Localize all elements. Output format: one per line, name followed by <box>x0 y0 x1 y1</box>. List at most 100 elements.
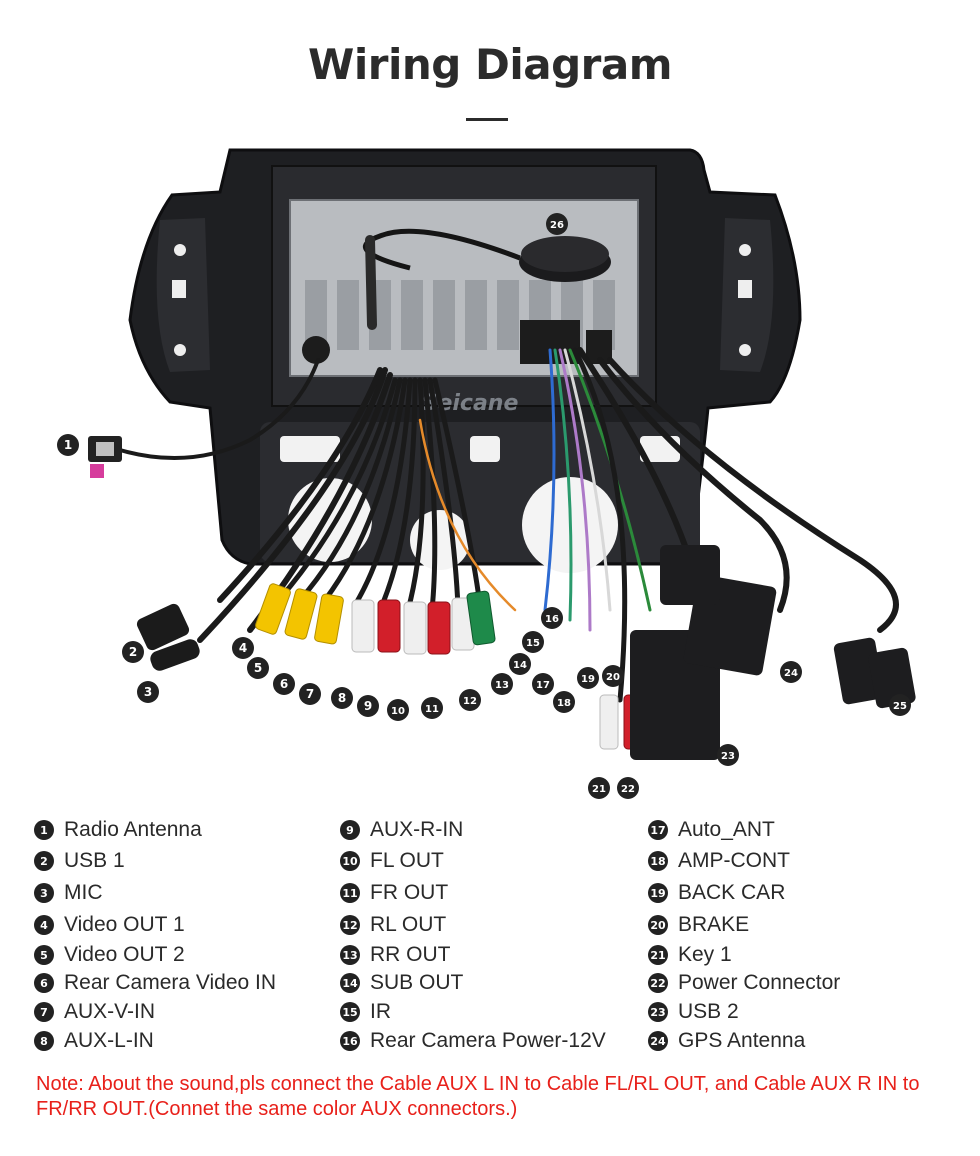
callout-1: 1 <box>57 434 79 456</box>
legend-item-11: 11 FR OUT <box>340 881 448 905</box>
legend-label: Auto_ANT <box>678 818 775 841</box>
legend-label: Key 1 <box>678 943 732 966</box>
legend-label: RR OUT <box>370 943 451 966</box>
legend-number-badge: 24 <box>648 1031 668 1051</box>
legend-label: AMP-CONT <box>678 849 790 872</box>
svg-text:16: 16 <box>545 614 559 625</box>
legend-item-17: 17 Auto_ANT <box>648 818 775 842</box>
callout-16: 16 <box>541 607 563 629</box>
legend-number-badge: 6 <box>34 973 54 993</box>
legend-item-18: 18 AMP-CONT <box>648 849 790 873</box>
svg-text:8: 8 <box>338 691 346 705</box>
svg-text:26: 26 <box>550 220 564 231</box>
legend-number-badge: 11 <box>340 883 360 903</box>
legend-number-badge: 14 <box>340 973 360 993</box>
usb1-connector <box>136 603 190 651</box>
legend-number-badge: 22 <box>648 973 668 993</box>
legend-item-4: 4 Video OUT 1 <box>34 913 185 937</box>
legend-label: USB 2 <box>678 1000 739 1023</box>
callout-14: 14 <box>509 653 531 675</box>
callout-25: 25 <box>889 694 911 716</box>
callout-12: 12 <box>459 689 481 711</box>
callout-2: 2 <box>122 641 144 663</box>
power-connector-blocks <box>630 545 777 760</box>
head-unit-chassis <box>289 199 639 377</box>
svg-text:23: 23 <box>721 751 735 762</box>
callout-10: 10 <box>387 699 409 721</box>
legend-number-badge: 18 <box>648 851 668 871</box>
legend-number-badge: 3 <box>34 883 54 903</box>
callout-24: 24 <box>780 661 802 683</box>
legend-label: MIC <box>64 881 103 904</box>
mic-jack <box>150 639 200 671</box>
legend-label: Rear Camera Video IN <box>64 971 277 994</box>
callout-4: 4 <box>232 637 254 659</box>
legend-label: AUX-L-IN <box>64 1029 154 1052</box>
legend-label: RL OUT <box>370 913 447 936</box>
legend-number-badge: 10 <box>340 851 360 871</box>
legend-label: Video OUT 1 <box>64 913 185 936</box>
note-text: Note: About the sound,pls connect the Ca… <box>36 1073 920 1120</box>
callout-22: 22 <box>617 777 639 799</box>
legend-item-2: 2 USB 1 <box>34 849 125 873</box>
callout-5: 5 <box>247 657 269 679</box>
legend-number-badge: 8 <box>34 1031 54 1051</box>
legend-number-badge: 1 <box>34 820 54 840</box>
cable-harness <box>118 347 899 703</box>
legend-label: USB 1 <box>64 849 125 872</box>
svg-text:21: 21 <box>592 784 606 795</box>
callout-20: 20 <box>602 665 624 687</box>
page-title: Wiring Diagram <box>308 40 672 89</box>
svg-text:10: 10 <box>391 706 405 717</box>
legend-number-badge: 21 <box>648 945 668 965</box>
callout-13: 13 <box>491 673 513 695</box>
legend-item-8: 8 AUX-L-IN <box>34 1029 154 1053</box>
legend-label: FL OUT <box>370 849 444 872</box>
legend-label: AUX-R-IN <box>370 818 464 841</box>
legend-number-badge: 4 <box>34 915 54 935</box>
callout-6: 6 <box>273 673 295 695</box>
callout-18: 18 <box>553 691 575 713</box>
svg-text:13: 13 <box>495 680 509 691</box>
svg-text:25: 25 <box>893 701 907 712</box>
callout-23: 23 <box>717 744 739 766</box>
usb2-connector <box>833 637 916 709</box>
legend-number-badge: 15 <box>340 1002 360 1022</box>
legend-item-13: 13 RR OUT <box>340 943 451 967</box>
legend-label: FR OUT <box>370 881 449 904</box>
callout-26: 26 <box>546 213 568 235</box>
svg-text:6: 6 <box>280 677 288 691</box>
legend-number-badge: 2 <box>34 851 54 871</box>
svg-text:17: 17 <box>536 680 550 691</box>
svg-text:22: 22 <box>621 784 635 795</box>
svg-text:19: 19 <box>581 674 595 685</box>
legend-number-badge: 7 <box>34 1002 54 1022</box>
radio-antenna-connector <box>88 436 122 478</box>
wiring-diagram-illustration: Seicane <box>57 148 916 799</box>
callout-15: 15 <box>522 631 544 653</box>
svg-text:1: 1 <box>64 438 72 452</box>
legend-number-badge: 16 <box>340 1031 360 1051</box>
legend-label: BRAKE <box>678 913 750 936</box>
legend-number-badge: 17 <box>648 820 668 840</box>
callout-3: 3 <box>137 681 159 703</box>
legend-item-3: 3 MIC <box>34 881 103 905</box>
legend-number-badge: 19 <box>648 883 668 903</box>
gps-antenna-puck <box>363 228 611 330</box>
legend-number-badge: 13 <box>340 945 360 965</box>
svg-text:18: 18 <box>557 698 571 709</box>
svg-text:5: 5 <box>254 661 262 675</box>
legend-label: BACK CAR <box>678 881 786 904</box>
title-underline <box>466 118 508 121</box>
svg-text:20: 20 <box>606 672 620 683</box>
legend-label: SUB OUT <box>370 971 464 994</box>
